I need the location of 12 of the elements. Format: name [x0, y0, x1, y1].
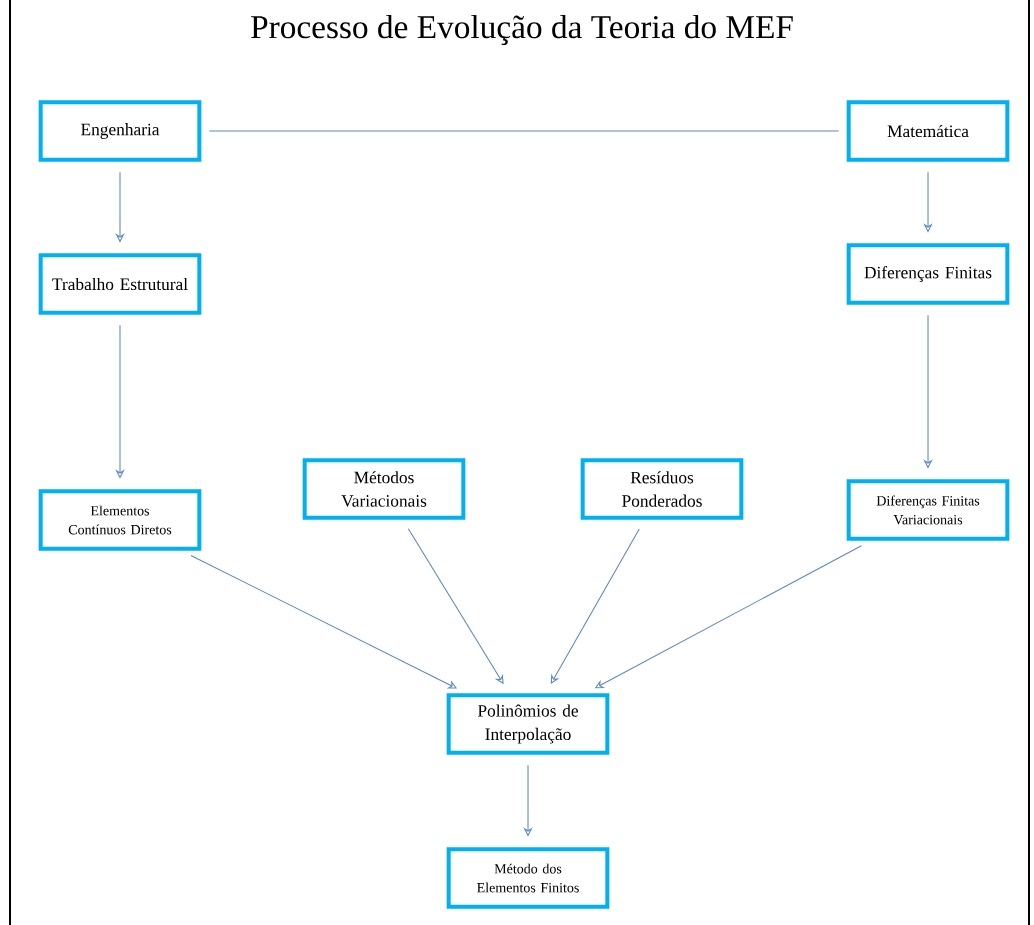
process-box: Diferenças Finitas: [846, 243, 1010, 305]
process-box: Diferenças Finitas Variacionais: [846, 479, 1010, 541]
process-box: Engenharia: [38, 100, 202, 162]
process-box: Métodos Variacionais: [302, 458, 466, 520]
title: Processo de Evolução da Teoria do MEF: [251, 14, 793, 46]
process-box: Resíduos Ponderados: [580, 458, 744, 520]
process-box: Matemática: [846, 100, 1010, 162]
process-box: Trabalho Estrutural: [38, 253, 202, 315]
process-box: Polinômios de Interpolação: [446, 693, 610, 755]
process-box: Método dos Elementos Finitos: [446, 847, 610, 909]
process-box: Elementos Contínuos Diretos: [38, 489, 202, 551]
connector-line: [208, 130, 840, 132]
